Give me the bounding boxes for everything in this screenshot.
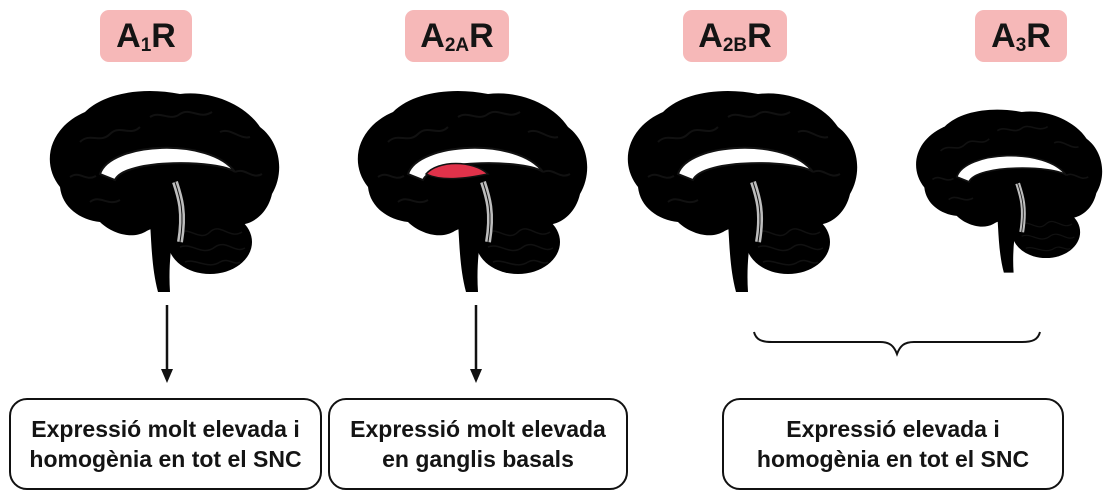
brain-a2br: #bg2 .cortex{fill:#f0a0a8;stroke:#111;st… <box>608 82 873 297</box>
description-line: Expressió molt elevada i <box>29 414 301 444</box>
brain-a1r: #bg0 .cortex{fill:#e06b78;stroke:#111;st… <box>30 82 295 297</box>
description-box-a2br-a3r: Expressió elevada i homogènia en tot el … <box>722 398 1064 490</box>
brain-a3r: #bg3 .cortex{fill:#f0a0a8;stroke:#111;st… <box>900 82 1115 297</box>
brain-shape: #bg3 .cortex{fill:#f0a0a8;stroke:#111;st… <box>916 110 1102 273</box>
brain-a2ar: #bg1 .cortex{fill:#e06b78;stroke:#111;st… <box>338 82 603 297</box>
brain-shape: #bg2 .cortex{fill:#f0a0a8;stroke:#111;st… <box>628 91 857 292</box>
description-line: homogènia en tot el SNC <box>757 444 1029 474</box>
brain-shape: #bg1 .cortex{fill:#e06b78;stroke:#111;st… <box>358 91 587 292</box>
arrow-a1r <box>157 305 177 385</box>
description-box-a2ar: Expressió molt elevada en ganglis basals <box>328 398 628 490</box>
description-line: homogènia en tot el SNC <box>29 444 301 474</box>
description-box-a1r: Expressió molt elevada i homogènia en to… <box>9 398 322 490</box>
arrow-a2ar <box>466 305 486 385</box>
description-line: Expressió elevada i <box>757 414 1029 444</box>
description-line: Expressió molt elevada <box>350 414 606 444</box>
description-line: en ganglis basals <box>350 444 606 474</box>
curly-brace <box>752 330 1042 356</box>
brain-shape: #bg0 .cortex{fill:#e06b78;stroke:#111;st… <box>50 91 279 292</box>
